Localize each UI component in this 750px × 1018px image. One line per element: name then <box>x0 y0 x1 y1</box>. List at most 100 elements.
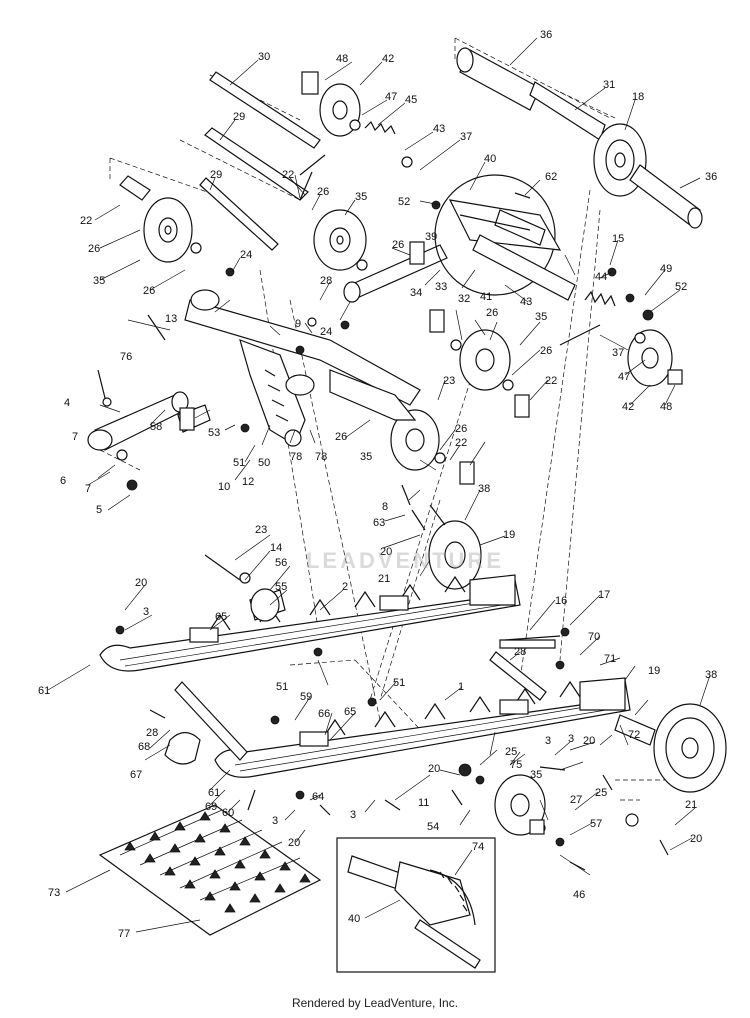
callout-78-a: 78 <box>290 451 302 463</box>
footer-credit: Rendered by LeadVenture, Inc. <box>291 996 459 1010</box>
callout-70: 70 <box>588 631 600 643</box>
callout-35-left: 35 <box>93 275 105 287</box>
callout-12: 12 <box>242 476 254 488</box>
callout-7-b: 7 <box>85 483 91 495</box>
callout-47-top: 47 <box>385 91 397 103</box>
callout-10: 10 <box>218 481 230 493</box>
callout-33: 33 <box>435 281 447 293</box>
callout-31: 31 <box>603 79 615 91</box>
callout-46: 46 <box>573 889 585 901</box>
callout-26-upper: 26 <box>317 186 329 198</box>
callout-47-right: 47 <box>618 371 630 383</box>
callout-numbers: 36 31 18 36 30 48 42 47 45 43 37 40 62 2… <box>38 29 717 940</box>
torque-link-arm <box>87 391 211 451</box>
callout-32: 32 <box>458 293 470 305</box>
callout-52-upper: 52 <box>398 196 410 208</box>
callout-8: 8 <box>382 501 388 513</box>
callout-2: 2 <box>342 581 348 593</box>
callout-3-bottom-a: 3 <box>272 815 278 827</box>
callout-22-left: 22 <box>80 215 92 227</box>
callout-21-mid: 21 <box>378 573 390 585</box>
callout-3-right-a: 3 <box>545 735 551 747</box>
callout-22-upper: 22 <box>282 169 294 181</box>
callout-7-a: 7 <box>72 431 78 443</box>
callout-43-top: 43 <box>433 123 445 135</box>
watermark-text: LEADVENTURE <box>305 548 504 573</box>
callout-61-lower: 61 <box>208 787 220 799</box>
callout-20-right: 20 <box>583 735 595 747</box>
callout-24-b: 24 <box>320 326 332 338</box>
callout-42-top: 42 <box>382 53 394 65</box>
callout-62: 62 <box>545 171 557 183</box>
callout-27: 27 <box>570 794 582 806</box>
callout-23-mid: 23 <box>443 375 455 387</box>
callout-3-left: 3 <box>143 606 149 618</box>
callout-26-lower-b: 26 <box>335 431 347 443</box>
callout-26-left: 26 <box>88 243 100 255</box>
callout-41: 41 <box>480 291 492 303</box>
callout-29-a: 29 <box>233 111 245 123</box>
rear-axle-assembly <box>456 47 703 229</box>
callout-1: 1 <box>458 681 464 693</box>
callout-54: 54 <box>427 821 439 833</box>
callout-37-top: 37 <box>460 131 472 143</box>
callout-29-b: 29 <box>210 169 222 181</box>
callout-45: 45 <box>405 94 417 106</box>
callout-64: 64 <box>312 791 324 803</box>
callout-36-top: 36 <box>540 29 552 41</box>
left-slide-rail <box>99 574 521 672</box>
callout-72: 72 <box>628 729 640 741</box>
callout-35-lower: 35 <box>360 451 372 463</box>
idler-wheels <box>143 83 727 836</box>
callout-14: 14 <box>270 542 282 554</box>
callout-22-lower: 22 <box>455 437 467 449</box>
callout-17: 17 <box>598 589 610 601</box>
callout-67: 67 <box>130 769 142 781</box>
callout-53: 53 <box>208 427 220 439</box>
callout-37-mid: 37 <box>612 347 624 359</box>
callout-73: 73 <box>48 887 60 899</box>
callout-49: 49 <box>660 263 672 275</box>
callout-74: 74 <box>472 841 484 853</box>
callout-38-mid: 38 <box>478 483 490 495</box>
callout-20-mid: 20 <box>380 546 392 558</box>
callout-39: 39 <box>425 231 437 243</box>
callout-55: 55 <box>275 581 287 593</box>
traction-pad <box>98 804 322 936</box>
callout-35-upper: 35 <box>355 191 367 203</box>
callout-6: 6 <box>60 475 66 487</box>
callout-65-right: 65 <box>344 706 356 718</box>
fasteners <box>97 71 683 871</box>
callout-4: 4 <box>64 397 70 409</box>
callout-15: 15 <box>612 233 624 245</box>
callout-30: 30 <box>258 51 270 63</box>
callout-26-lower: 26 <box>455 423 467 435</box>
callout-51-a: 51 <box>233 457 245 469</box>
callout-40-top: 40 <box>484 153 496 165</box>
callout-48-right: 48 <box>660 401 672 413</box>
callout-20-far-right: 20 <box>690 833 702 845</box>
callout-52-right: 52 <box>675 281 687 293</box>
callout-28-mid: 28 <box>514 646 526 658</box>
callout-51-b: 51 <box>276 681 288 693</box>
callout-42-right: 42 <box>622 401 634 413</box>
callout-5: 5 <box>96 504 102 516</box>
callout-16: 16 <box>555 595 567 607</box>
callout-78-b: 78 <box>315 451 327 463</box>
callout-18: 18 <box>632 91 644 103</box>
callout-35-bottom: 35 <box>530 769 542 781</box>
callout-35-mid: 35 <box>535 311 547 323</box>
callout-3-bottom-b: 3 <box>350 809 356 821</box>
callout-21-right: 21 <box>685 799 697 811</box>
callout-77: 77 <box>118 928 130 940</box>
callout-19-mid: 19 <box>503 529 515 541</box>
cross-shafts <box>164 588 656 765</box>
callout-57: 57 <box>590 818 602 830</box>
callout-26-mid: 26 <box>392 239 404 251</box>
callout-76: 76 <box>120 351 132 363</box>
callout-65-left: 65 <box>215 611 227 623</box>
callout-36-right: 36 <box>705 171 717 183</box>
callout-66: 66 <box>318 708 330 720</box>
callout-19-right: 19 <box>648 665 660 677</box>
